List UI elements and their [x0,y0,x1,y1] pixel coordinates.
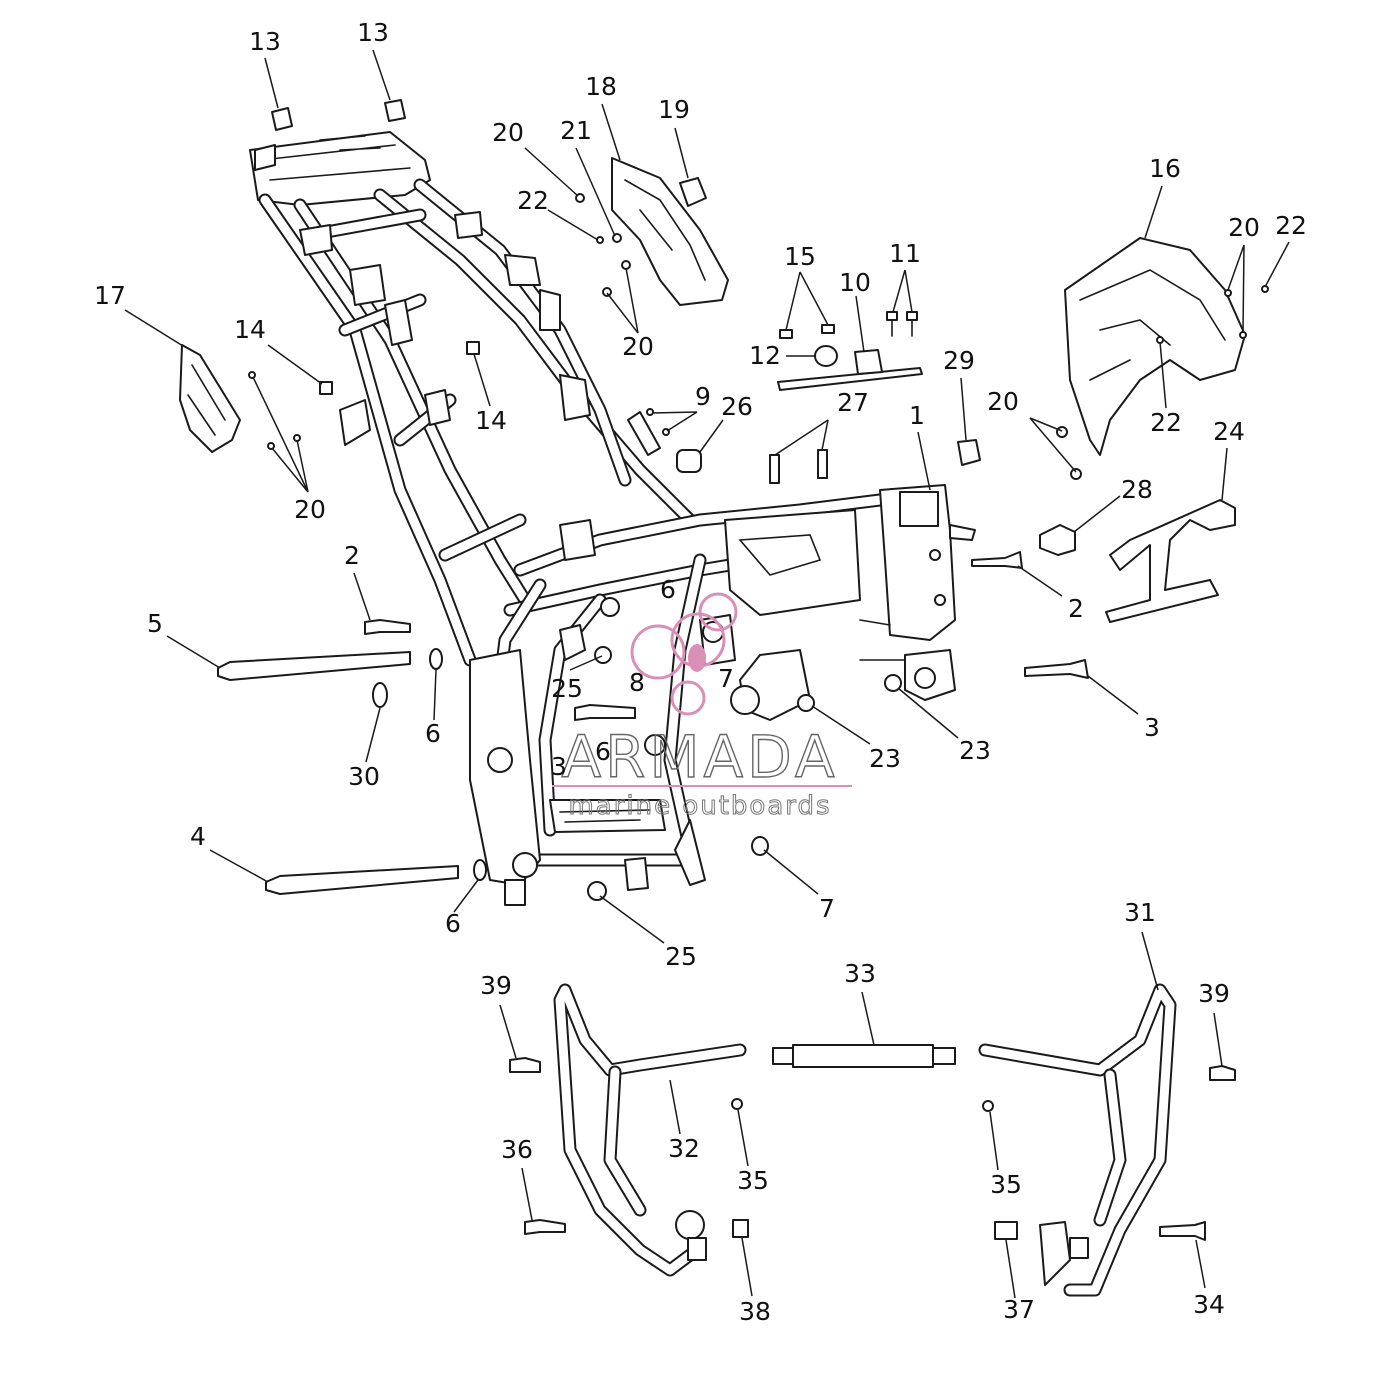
callout-12: 12 [749,341,781,370]
callout-13: 13 [357,18,389,47]
part-24-bracket [1105,499,1236,623]
part-29-grommet [957,439,981,466]
part-15-screws [779,324,835,339]
callout-22: 22 [517,186,549,215]
callout-6: 6 [595,737,611,766]
part-23-25-7-nuts [587,646,902,901]
part-32-left-crash-bar [553,983,747,1277]
callout-34: 34 [1193,1290,1225,1319]
part-11-bolts [886,311,918,337]
callout-10: 10 [839,268,871,297]
callout-37: 37 [1003,1295,1035,1324]
part-19-grommet [679,177,707,207]
callout-labels: 13 13 18 19 20 21 22 20 15 11 10 12 16 2… [94,18,1307,1326]
main-frame [249,131,976,906]
callout-3: 3 [551,752,567,781]
callout-6: 6 [660,575,676,604]
callout-5: 5 [147,609,163,638]
part-9-clip [627,408,670,456]
part-30-spacer [372,682,388,708]
callout-2: 2 [1068,594,1084,623]
callout-25: 25 [551,674,583,703]
callout-27: 27 [837,388,869,417]
callout-28: 28 [1121,475,1153,504]
watermark-tagline: marine outboards [568,791,831,821]
part-4-5-long-bolts [217,651,459,895]
callout-35: 35 [737,1166,769,1195]
callout-14: 14 [475,406,507,435]
callout-29: 29 [943,346,975,375]
callout-3: 3 [1144,713,1160,742]
leader-lines [124,49,1290,1299]
part-12-rubber [814,345,838,367]
callout-16: 16 [1149,154,1181,183]
callout-30: 30 [348,762,380,791]
callout-35: 35 [990,1170,1022,1199]
callout-38: 38 [739,1297,771,1326]
part-33-tube [772,1044,956,1068]
callout-9: 9 [695,382,711,411]
callout-20: 20 [492,118,524,147]
callout-6: 6 [445,909,461,938]
part-10-bracket [777,349,923,391]
callout-7: 7 [819,894,835,923]
callout-7: 7 [718,664,734,693]
callout-26: 26 [721,392,753,421]
part-16-cover-right [1064,237,1246,456]
crash-bar-small-parts [509,1057,1236,1241]
callout-18: 18 [585,72,617,101]
callout-21: 21 [560,116,592,145]
callout-15: 15 [784,242,816,271]
callout-33: 33 [844,959,876,988]
callout-6: 6 [425,719,441,748]
watermark-logo-icon [630,592,738,716]
callout-2: 2 [344,541,360,570]
callout-20: 20 [987,387,1019,416]
callout-39: 39 [1198,979,1230,1008]
part-18-cover [611,157,729,306]
callout-13: 13 [249,27,281,56]
watermark-brand: ARMADA [561,723,838,791]
callout-25: 25 [665,942,697,971]
part-3-bolts [574,659,1089,721]
part-31-right-crash-bar [978,983,1177,1297]
callout-22: 22 [1150,408,1182,437]
callout-14: 14 [234,315,266,344]
callout-20: 20 [1228,213,1260,242]
callout-24: 24 [1213,417,1245,446]
callout-31: 31 [1124,898,1156,927]
callout-17: 17 [94,281,126,310]
watermark: ARMADA marine outboards [552,592,852,822]
part-13-nuts [271,99,406,131]
callout-39: 39 [480,971,512,1000]
part-17-cover-left [179,344,241,453]
callout-1: 1 [909,401,925,430]
part-20-22-screws-right [1056,285,1269,480]
part-14-nuts [319,341,480,395]
part-28-mount [1039,524,1076,556]
callout-20: 20 [622,332,654,361]
callout-19: 19 [658,95,690,124]
callout-4: 4 [190,822,206,851]
callout-36: 36 [501,1135,533,1164]
callout-23: 23 [869,744,901,773]
part-20-screws-left [248,371,301,450]
callout-11: 11 [889,239,921,268]
part-26-bushing [676,449,702,473]
callout-23: 23 [959,736,991,765]
callout-8: 8 [629,668,645,697]
part-27-pins [769,449,828,484]
callout-20: 20 [294,495,326,524]
callout-22: 22 [1275,211,1307,240]
callout-32: 32 [668,1134,700,1163]
part-6-washers [429,648,487,881]
